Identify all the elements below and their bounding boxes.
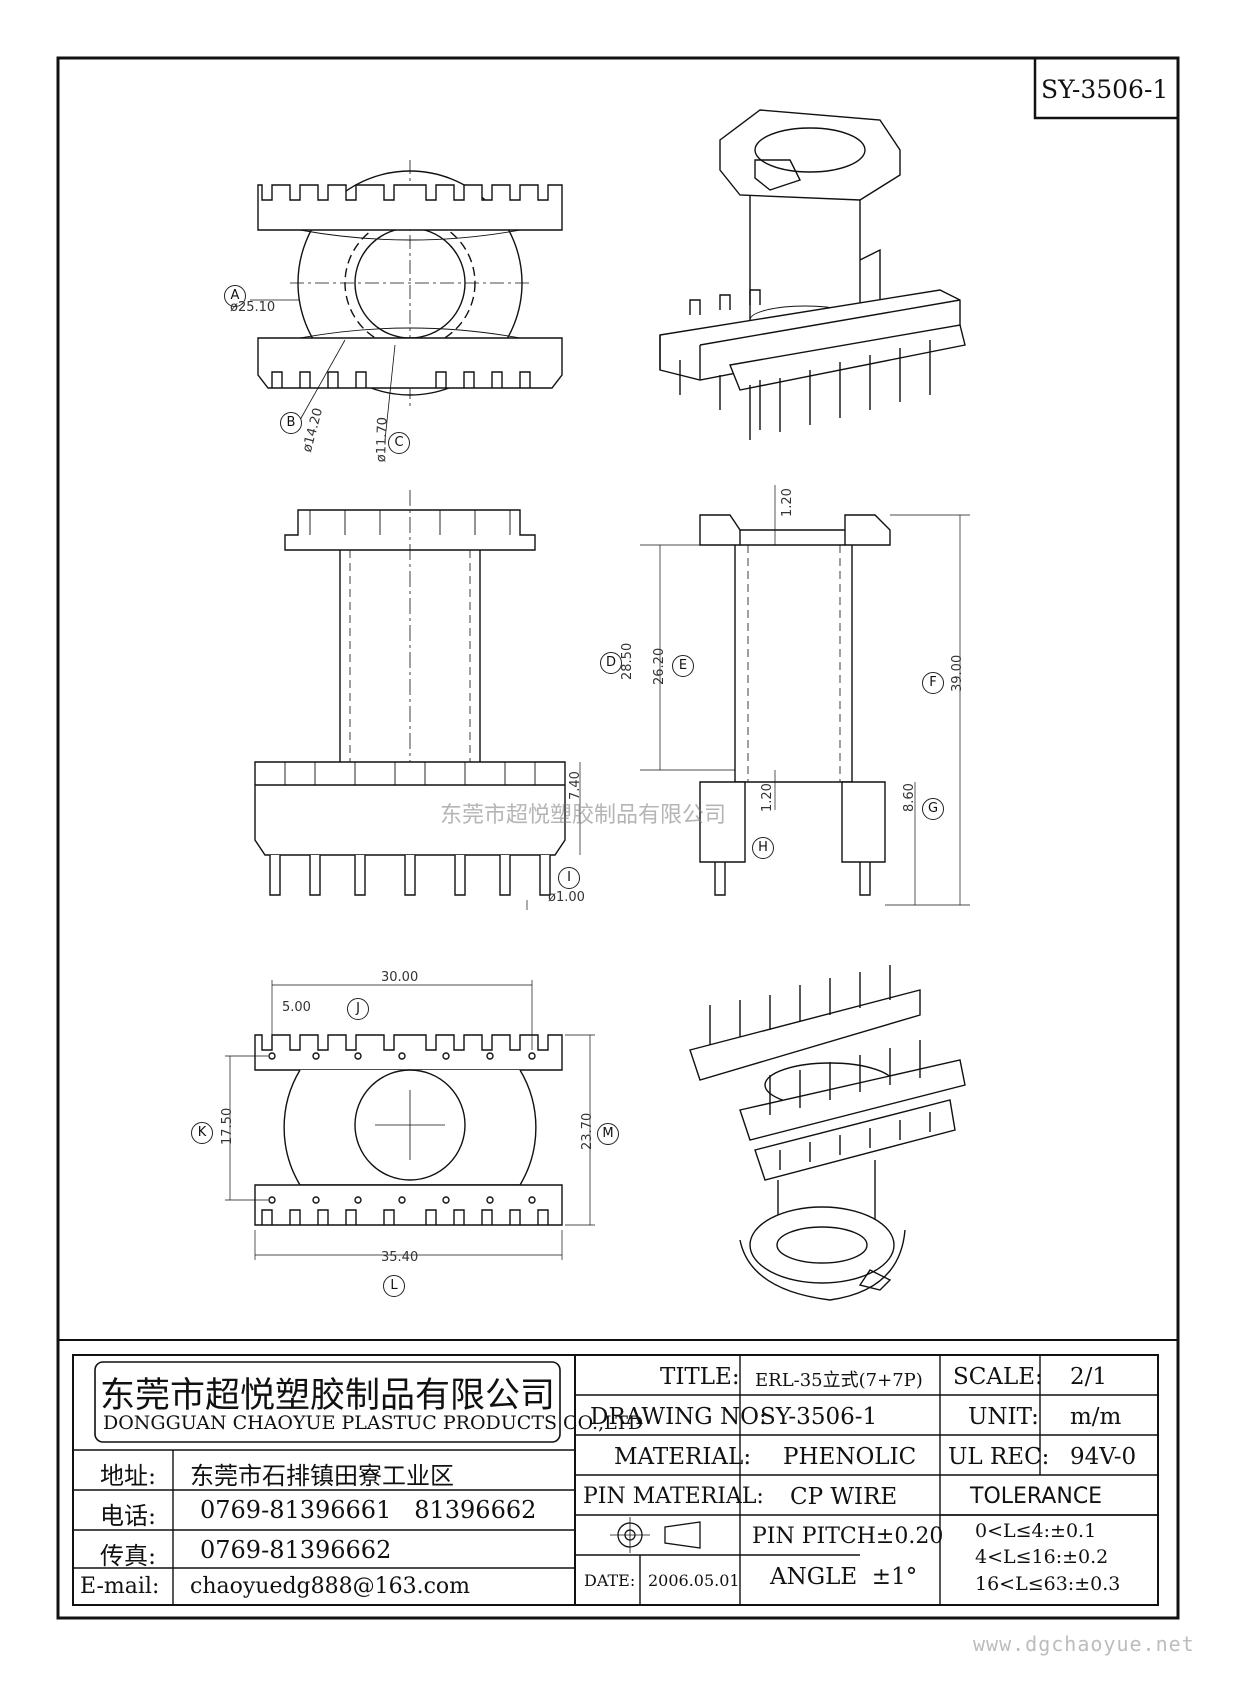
ul-value: 94V-0	[1070, 1444, 1137, 1470]
date-value: 2006.05.01	[648, 1571, 740, 1590]
phone-value: 0769-81396661 81396662	[200, 1496, 537, 1524]
isometric-view-bottom	[689, 965, 966, 1301]
footer-watermark: www.dgchaoyue.net	[973, 1632, 1195, 1656]
dim-k: 17.50	[220, 1107, 235, 1145]
ref-label-h: H	[752, 837, 774, 859]
dim-side-left: 7.40	[568, 771, 583, 800]
overlay-watermark: 东莞市超悦塑胶制品有限公司	[440, 803, 727, 828]
ref-label-d: D	[600, 652, 622, 674]
company-name-cn: 东莞市超悦塑胶制品有限公司	[100, 1376, 556, 1416]
dim-l: 35.40	[381, 1250, 419, 1265]
scale-label: SCALE:	[953, 1364, 1043, 1390]
company-name-en: DONGGUAN CHAOYUE PLASTUC PRODUCTS CO.,LT…	[103, 1412, 644, 1434]
dim-i: ø1.00	[548, 890, 585, 905]
ref-label-f: F	[922, 672, 944, 694]
pin-pitch: PIN PITCH±0.20	[752, 1524, 944, 1549]
dim-e: 26.20	[652, 647, 667, 685]
dim-h: 1.20	[760, 783, 775, 812]
ref-label-i: I	[558, 867, 580, 889]
tolerance-label: TOLERANCE	[970, 1484, 1103, 1509]
drawing-no-label: DRAWING NO:	[590, 1404, 767, 1430]
dim-f: 39.00	[950, 654, 965, 692]
fax-value: 0769-81396662	[200, 1536, 392, 1564]
ref-label-l: L	[383, 1275, 405, 1297]
ref-label-m: M	[597, 1123, 619, 1145]
dim-m: 23.70	[580, 1112, 595, 1150]
dim-j: 5.00	[282, 1000, 311, 1015]
front-view	[254, 490, 581, 910]
ref-label-j: J	[347, 998, 369, 1020]
unit-label: UNIT:	[968, 1404, 1039, 1430]
angle: ANGLE ±1°	[770, 1564, 918, 1590]
side-view	[640, 485, 970, 906]
ref-label-a: A	[224, 285, 246, 307]
isometric-view-top	[659, 109, 966, 440]
bottom-view	[225, 980, 595, 1260]
top-view	[250, 160, 563, 441]
drawing-no-value: SY-3506-1	[760, 1404, 878, 1430]
email-label: E-mail:	[80, 1574, 160, 1599]
tolerance-1: 0<L≤4:±0.1	[975, 1520, 1097, 1542]
scale-value: 2/1	[1070, 1364, 1108, 1390]
ref-label-b: B	[280, 412, 302, 434]
ref-label-c: C	[388, 432, 410, 454]
drawing-border	[56, 56, 1180, 1620]
material-value: PHENOLIC	[783, 1444, 917, 1470]
dim-a: ø25.10	[230, 300, 276, 315]
fax-label: 传真:	[100, 1542, 157, 1570]
dim-top: 1.20	[780, 488, 795, 517]
projection-symbol-icon	[610, 1517, 701, 1553]
unit-value: m/m	[1070, 1404, 1122, 1430]
tolerance-2: 4<L≤16:±0.2	[975, 1546, 1109, 1568]
date-label: DATE:	[584, 1571, 636, 1590]
dim-width: 30.00	[381, 970, 419, 985]
address-value: 东莞市石排镇田寮工业区	[190, 1462, 454, 1490]
tolerance-3: 16<L≤63:±0.3	[975, 1573, 1121, 1595]
titleblock-grid	[72, 1354, 1159, 1606]
ul-label: UL REC:	[948, 1444, 1050, 1470]
title-value: ERL-35立式(7+7P)	[755, 1370, 923, 1391]
ref-label-g: G	[922, 798, 944, 820]
phone-label: 电话:	[100, 1502, 157, 1530]
ref-label-e: E	[672, 655, 694, 677]
pin-material-label: PIN MATERIAL:	[583, 1484, 764, 1509]
ref-label-k: K	[191, 1122, 213, 1144]
pin-material-value: CP WIRE	[790, 1484, 898, 1510]
part-number-box	[1033, 56, 1180, 120]
address-label: 地址:	[100, 1462, 157, 1490]
title-label: TITLE:	[660, 1364, 740, 1390]
dim-d: 28.50	[620, 642, 635, 680]
part-number: SY-3506-1	[1041, 75, 1169, 104]
email-value: chaoyuedg888@163.com	[190, 1574, 471, 1599]
material-label: MATERIAL:	[614, 1444, 752, 1470]
dim-c: ø11.70	[374, 416, 391, 463]
dim-g: 8.60	[902, 783, 917, 812]
